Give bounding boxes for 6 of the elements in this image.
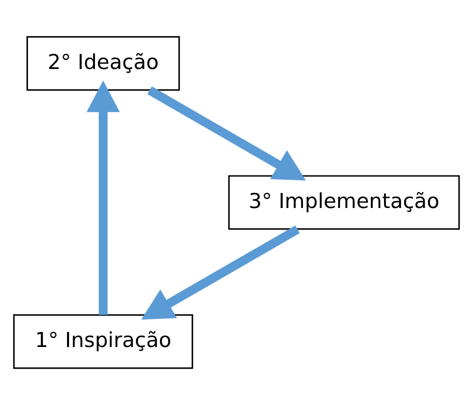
node-box: 3° Implementação — [228, 174, 460, 230]
arrow — [86, 80, 120, 314]
arrow — [141, 224, 300, 320]
node-box: 2° Ideação — [26, 36, 180, 90]
node-box: 1° Inspiração — [13, 314, 194, 368]
arrow — [147, 86, 306, 180]
